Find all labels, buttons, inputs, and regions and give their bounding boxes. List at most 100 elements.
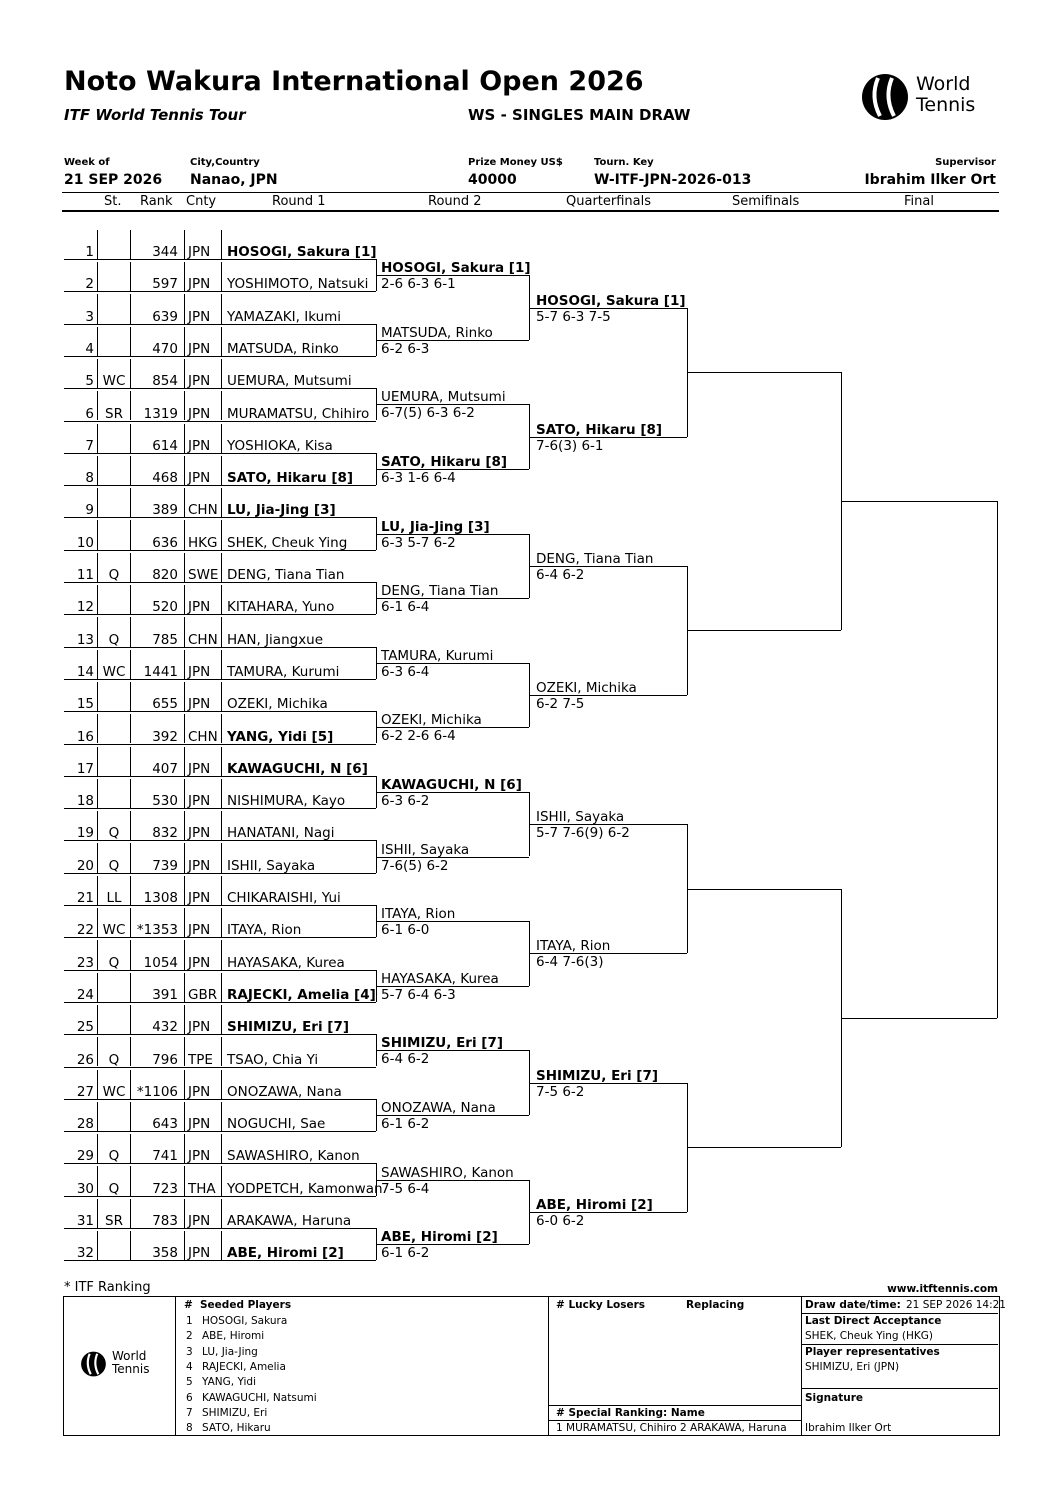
draw-position: 6 [85, 405, 94, 422]
col-sep [221, 649, 222, 679]
player-line [64, 452, 376, 454]
round2-winner: ITAYA, Rion [381, 906, 456, 923]
player-name: SHEK, Cheuk Ying [227, 534, 348, 551]
footer-logo-world: World [112, 1349, 147, 1363]
col-sep [97, 585, 98, 615]
qf-score: 7-6(3) 6-1 [536, 437, 604, 454]
player-country: JPN [188, 1148, 211, 1165]
col-sep [97, 455, 98, 486]
col-sep [97, 714, 98, 744]
col-sep [184, 1037, 185, 1067]
player-name: HANATANI, Nagi [227, 825, 335, 842]
qf-line [529, 695, 687, 696]
draw-position: 26 [76, 1051, 94, 1068]
qf-line [529, 1211, 687, 1213]
player-line [64, 646, 376, 648]
player-country: JPN [188, 308, 211, 325]
round2-score: 6-1 6-0 [381, 922, 430, 939]
website[interactable]: www.itftennis.com [887, 1283, 998, 1295]
col-sep [130, 294, 131, 324]
player-rank: 432 [152, 1019, 178, 1036]
col-sep [221, 520, 222, 550]
seeded-header-num: # [184, 1299, 193, 1311]
col-sep [184, 391, 185, 421]
player-rank: 854 [152, 373, 178, 390]
col-sep [97, 843, 98, 873]
player-name: HAYASAKA, Kurea [227, 954, 345, 971]
player-name: YOSHIMOTO, Natsuki [227, 276, 369, 293]
box-div-b [801, 1344, 998, 1345]
player-country: JPN [188, 793, 211, 810]
seed-number: 3 [186, 1345, 193, 1358]
col-sep [97, 778, 98, 809]
player-rank: 655 [152, 696, 178, 713]
col-cnty: Cnty [186, 194, 217, 209]
player-line [64, 808, 376, 810]
qf-winner: ABE, Hiromi [2] [536, 1196, 653, 1213]
player-name: SATO, Hikaru [8] [227, 470, 354, 487]
player-rank: 639 [152, 308, 178, 325]
col-sep [97, 649, 98, 679]
bracket-connector-r1 [376, 323, 377, 356]
player-country: JPN [188, 599, 211, 616]
bracket-connector-r1 [376, 388, 377, 421]
col-sep [97, 1037, 98, 1067]
seed-number: 8 [186, 1422, 193, 1435]
semifinal-line [687, 372, 841, 373]
round2-line [376, 1114, 529, 1116]
col-rank: Rank [140, 194, 173, 209]
col-sep [97, 617, 98, 647]
seed-name: YANG, Yidi [202, 1376, 256, 1389]
round2-line [376, 791, 529, 793]
player-rank: 389 [152, 502, 178, 519]
col-sep [184, 1166, 185, 1196]
col-sep [97, 1134, 98, 1164]
lucky-losers-header: # Lucky Losers [556, 1299, 646, 1311]
round2-score: 2-6 6-3 6-1 [381, 276, 456, 293]
world-tennis-ball-icon [862, 74, 908, 120]
draw-position: 9 [85, 502, 94, 519]
player-rank: 344 [152, 244, 178, 260]
player-country: JPN [188, 373, 211, 390]
col-sep [130, 746, 131, 776]
col-sep [97, 972, 98, 1002]
col-sep [184, 1101, 185, 1132]
qf-score: 6-0 6-2 [536, 1212, 585, 1229]
lda-value: SHEK, Cheuk Ying (HKG) [805, 1330, 933, 1342]
col-sep [97, 908, 98, 938]
col-sep [97, 488, 98, 518]
player-country: JPN [188, 1019, 211, 1036]
bracket-connector-qf [687, 1082, 688, 1212]
draw-position: 30 [76, 1180, 94, 1197]
round2-line [376, 533, 529, 535]
col-sep [221, 455, 222, 486]
qf-winner: OZEKI, Michika [536, 680, 637, 696]
player-name: SAWASHIRO, Kanon [227, 1148, 360, 1165]
col-sep [184, 746, 185, 776]
player-line [64, 485, 376, 487]
final-line [841, 1018, 997, 1019]
col-sep [184, 1134, 185, 1164]
player-line [64, 1098, 376, 1100]
round2-score: 6-3 6-2 [381, 792, 430, 809]
round2-line [376, 662, 529, 664]
col-sep [97, 552, 98, 582]
col-st: St. [104, 194, 122, 209]
player-name: NISHIMURA, Kayo [227, 793, 346, 810]
draw-position: 18 [76, 793, 94, 810]
player-country: JPN [188, 276, 211, 293]
col-sep [221, 778, 222, 809]
player-rank: 597 [152, 276, 178, 293]
seed-name: HOSOGI, Sakura [202, 1315, 288, 1327]
qf-score: 6-2 7-5 [536, 696, 585, 712]
col-sep [97, 1101, 98, 1132]
col-sep [97, 875, 98, 905]
col-sep [184, 714, 185, 744]
col-sep [184, 520, 185, 550]
seed-number: 7 [186, 1406, 193, 1419]
bracket-connector-r1 [376, 1228, 377, 1261]
qf-score: 5-7 6-3 7-5 [536, 308, 611, 325]
round2-winner: SHIMIZU, Eri [7] [381, 1035, 504, 1052]
col-sep [130, 326, 131, 356]
entry-status: Q [108, 1051, 120, 1068]
